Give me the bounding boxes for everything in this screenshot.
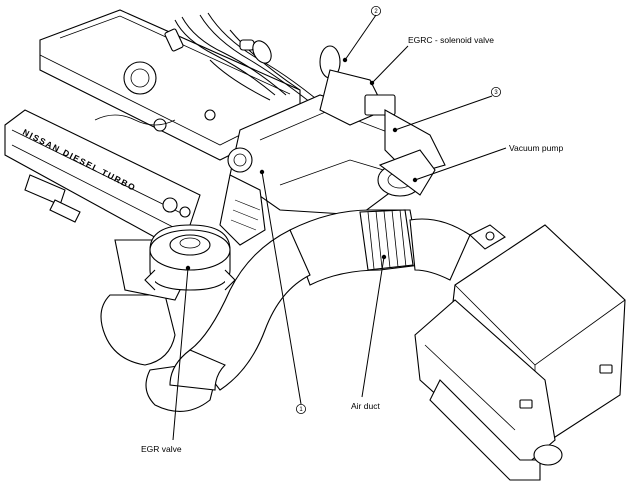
ref-2-label: 2 bbox=[374, 9, 378, 15]
vacuum-pump-body bbox=[377, 149, 436, 197]
vacuum-pump-label: Vacuum pump bbox=[509, 143, 563, 153]
ref-3-label: 3 bbox=[494, 90, 498, 96]
air-duct-hose bbox=[169, 209, 471, 391]
ref-1-label: 1 bbox=[299, 407, 303, 413]
egr-valve-label: EGR valve bbox=[141, 444, 182, 454]
fuel-lines bbox=[164, 12, 341, 113]
egrc-solenoid-valve-label: EGRC - solenoid valve bbox=[408, 35, 494, 45]
air-cleaner bbox=[414, 224, 626, 481]
cylinder-head bbox=[39, 9, 301, 161]
leader-lines bbox=[172, 14, 507, 441]
egr-valve-body bbox=[144, 224, 236, 291]
callout-labels: 2 EGRC - solenoid valve 3 Vacuum pump 1 … bbox=[141, 6, 563, 454]
air-duct-label: Air duct bbox=[351, 401, 380, 411]
injection-pump bbox=[219, 94, 421, 246]
